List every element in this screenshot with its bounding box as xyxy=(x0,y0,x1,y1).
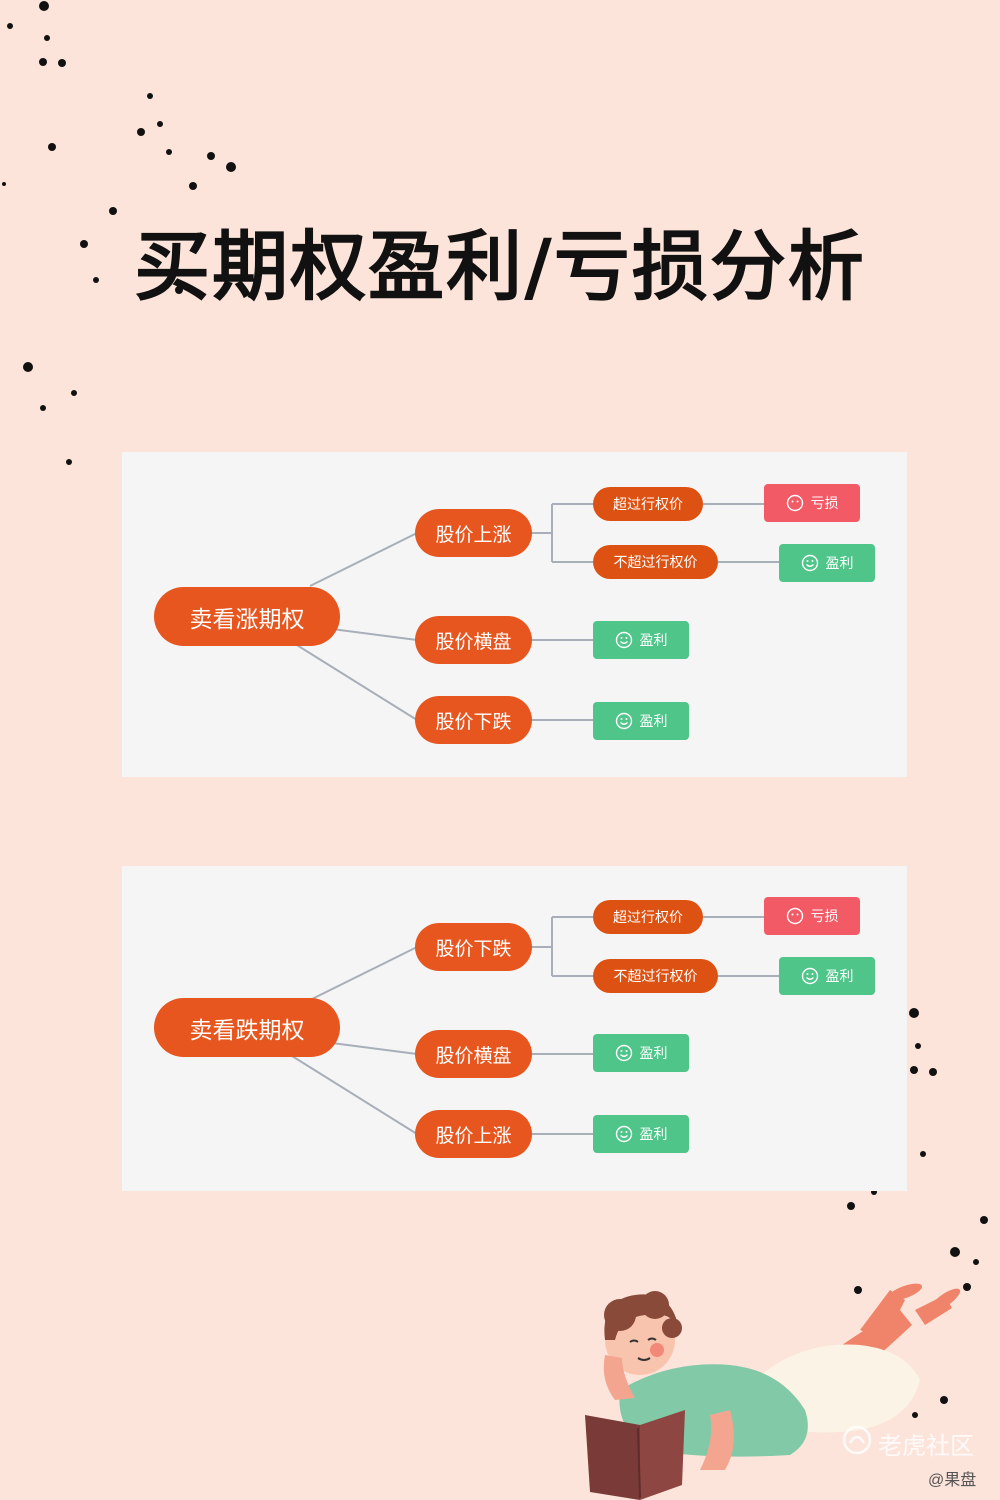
smile-face-icon xyxy=(615,631,633,649)
mindmap-panel-put: 卖看跌期权 股价下跌 股价横盘 股价上涨 超过行权价 不超过行权价 亏损 盈利 … xyxy=(122,866,907,1191)
branch-node: 股价上涨 xyxy=(415,509,532,557)
smile-face-icon xyxy=(801,967,819,985)
result-profit: 盈利 xyxy=(593,1034,689,1072)
connector-lines xyxy=(291,503,779,721)
watermark-user: @果盘 xyxy=(928,1472,977,1489)
branch-node: 股价横盘 xyxy=(415,616,532,664)
result-label: 盈利 xyxy=(639,1127,668,1143)
result-label: 亏损 xyxy=(810,909,839,925)
sad-face-icon xyxy=(786,494,804,512)
result-label: 盈利 xyxy=(639,1046,668,1062)
condition-node: 超过行权价 xyxy=(593,900,703,934)
smile-face-icon xyxy=(615,1044,633,1062)
reading-person-illustration xyxy=(585,1283,961,1500)
result-label: 盈利 xyxy=(825,556,854,572)
result-profit: 盈利 xyxy=(779,957,875,995)
result-profit: 盈利 xyxy=(593,621,689,659)
branch-node: 股价下跌 xyxy=(415,923,532,971)
result-profit: 盈利 xyxy=(593,1115,689,1153)
result-label: 盈利 xyxy=(639,714,668,730)
result-profit: 盈利 xyxy=(779,544,875,582)
result-label: 盈利 xyxy=(825,969,854,985)
branch-node: 股价上涨 xyxy=(415,1110,532,1158)
result-label: 盈利 xyxy=(639,633,668,649)
condition-node: 不超过行权价 xyxy=(593,545,718,579)
smile-face-icon xyxy=(615,712,633,730)
smile-face-icon xyxy=(801,554,819,572)
mindmap-panel-call: 卖看涨期权 股价上涨 股价横盘 股价下跌 超过行权价 不超过行权价 亏损 盈利 … xyxy=(122,452,907,777)
tiger-logo-icon xyxy=(842,1425,872,1462)
root-node: 卖看涨期权 xyxy=(154,587,340,646)
root-node: 卖看跌期权 xyxy=(154,998,340,1057)
sad-face-icon xyxy=(786,907,804,925)
condition-node: 超过行权价 xyxy=(593,487,703,521)
result-loss: 亏损 xyxy=(764,897,860,935)
branch-node: 股价下跌 xyxy=(415,696,532,744)
result-label: 亏损 xyxy=(810,496,839,512)
page-title: 买期权盈利/亏损分析 xyxy=(134,222,866,311)
smile-face-icon xyxy=(615,1125,633,1143)
watermark-brand: 老虎社区 xyxy=(878,1433,974,1460)
condition-node: 不超过行权价 xyxy=(593,959,718,993)
watermark: 老虎社区 xyxy=(842,1425,974,1462)
branch-node: 股价横盘 xyxy=(415,1030,532,1078)
result-loss: 亏损 xyxy=(764,484,860,522)
connector-lines xyxy=(291,916,779,1135)
result-profit: 盈利 xyxy=(593,702,689,740)
